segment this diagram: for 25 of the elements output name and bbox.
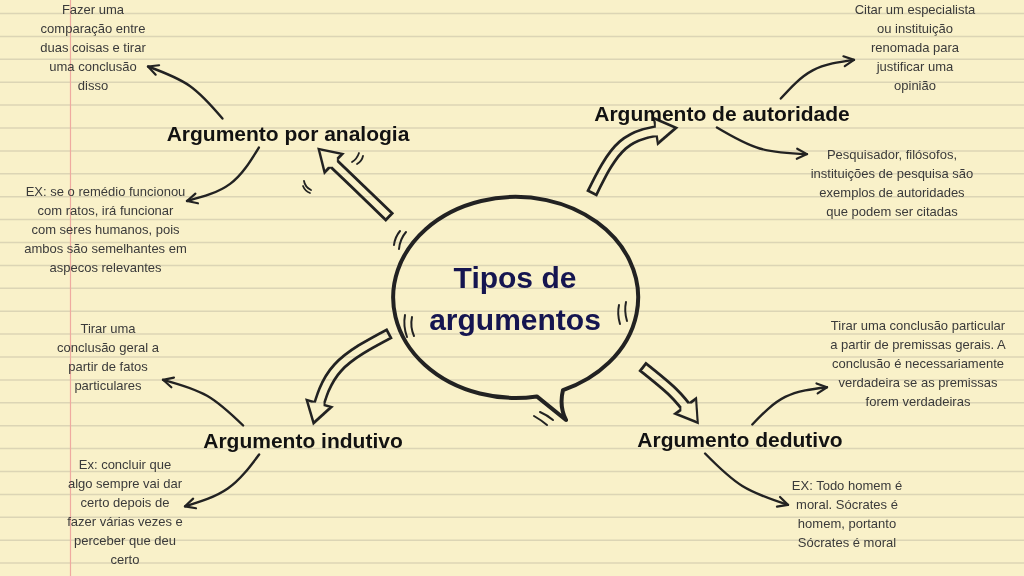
topic-heading: Argumento dedutivo bbox=[637, 424, 843, 454]
description-text: Ex: concluir que algo sempre vai dar certo depois de fazer várias vezes e perceber que deu certo bbox=[65, 455, 185, 569]
curved-arrow bbox=[751, 382, 829, 426]
curved-arrow bbox=[146, 64, 224, 120]
description-text: EX: se o remédio funcionou com ratos, irá funcionar com seres humanos, pois ambos são semelhantes em aspecos relevantes bbox=[24, 182, 187, 277]
curved-arrow bbox=[779, 55, 856, 100]
description-text: Tirar uma conclusão geral a partir de fatos particulares bbox=[53, 319, 163, 395]
topic-heading: Argumento de autoridade bbox=[594, 98, 850, 128]
curved-arrow bbox=[185, 146, 261, 205]
block-arrow bbox=[317, 147, 395, 222]
description-text: Citar um especialista ou instituição renomada para justificar uma opinião bbox=[854, 0, 976, 95]
block-arrow bbox=[586, 116, 679, 197]
description-text: Tirar uma conclusão particular a partir de premissas gerais. A conclusão é necessariamente verdadeira se as premissas forem verdadeiras bbox=[827, 316, 1009, 411]
curved-arrow bbox=[703, 452, 790, 508]
description-text: Fazer uma comparação entre duas coisas e tirar uma conclusão disso bbox=[38, 0, 148, 95]
bubble-title: Tipos de argumentos bbox=[428, 260, 602, 338]
block-arrow bbox=[305, 327, 393, 426]
description-text: Pesquisador, filósofos, instituições de pesquisa são exemplos de autoridades que podem ser citadas bbox=[807, 145, 977, 221]
description-text: EX: Todo homem é moral. Sócrates é homem, portanto Sócrates é moral bbox=[788, 476, 906, 552]
curved-arrow bbox=[183, 453, 261, 510]
block-arrow bbox=[638, 361, 699, 425]
topic-heading: Argumento por analogia bbox=[166, 118, 410, 148]
topic-heading: Argumento indutivo bbox=[203, 425, 403, 455]
curved-arrow bbox=[161, 376, 245, 427]
curved-arrow bbox=[715, 126, 809, 160]
